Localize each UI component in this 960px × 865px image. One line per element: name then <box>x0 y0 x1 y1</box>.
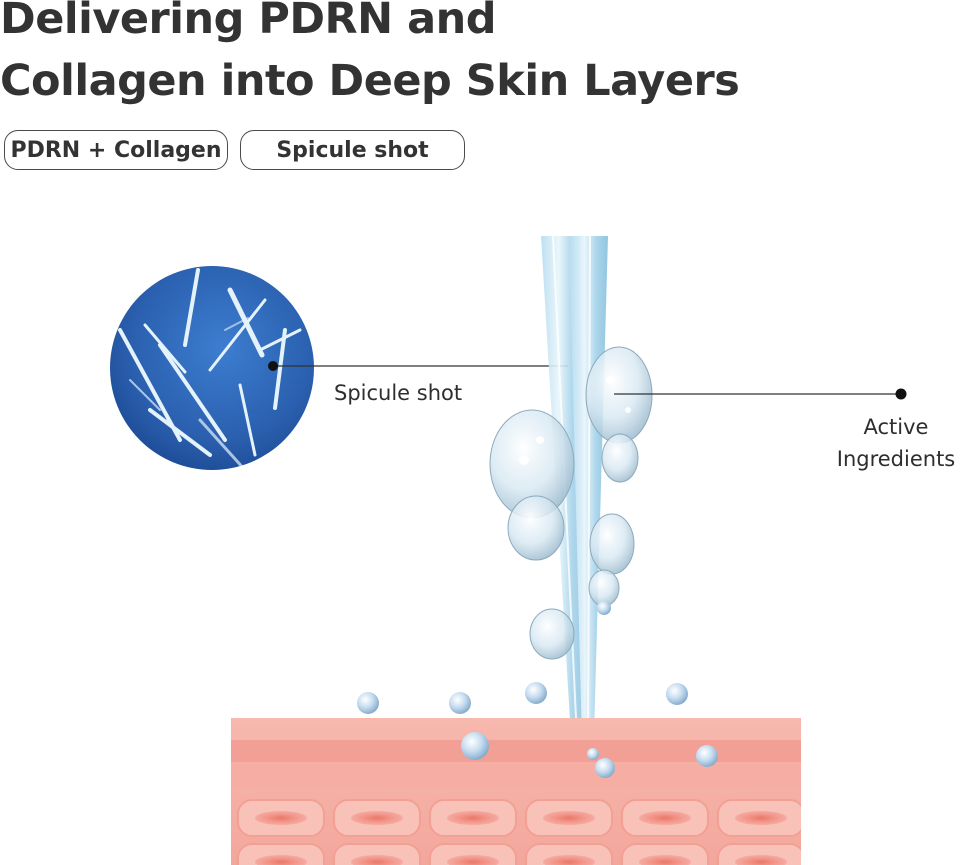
tag-spicule-shot[interactable]: Spicule shot <box>240 130 465 170</box>
active-label-line-2: Ingredients <box>836 447 956 471</box>
active-label-line-1: Active <box>863 415 929 439</box>
active-ingredients-callout <box>614 388 907 400</box>
title-line-1: Delivering PDRN and <box>0 0 497 44</box>
droplets <box>357 682 718 778</box>
active-ingredients-label: Active Ingredients <box>820 411 960 475</box>
active-ingredient-bubbles <box>489 346 653 660</box>
spicule-shot-label: Spicule shot <box>334 381 463 405</box>
tag-pdrn-collagen[interactable]: PDRN + Collagen <box>4 130 228 170</box>
skin-cells <box>237 799 801 865</box>
title-line-2: Collagen into Deep Skin Layers <box>0 56 740 106</box>
spicule-callout <box>268 361 568 371</box>
page-title: Delivering PDRN and Collagen into Deep S… <box>0 0 740 112</box>
spicule-microscope-circle <box>110 266 314 470</box>
skin-layers <box>231 718 801 865</box>
